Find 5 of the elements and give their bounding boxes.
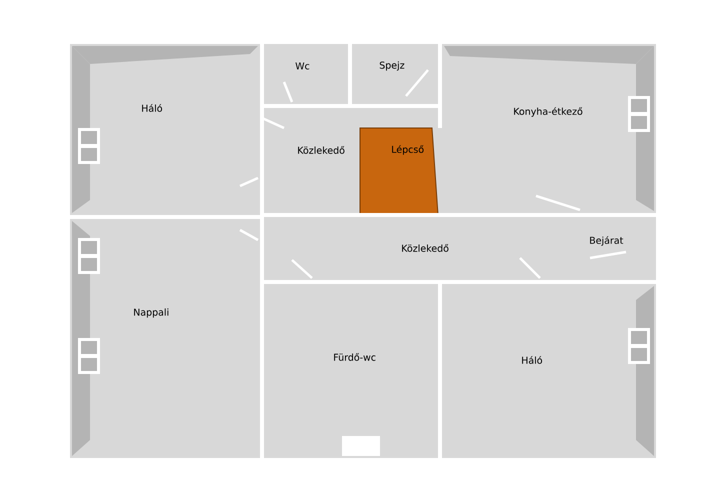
staircase: Lépcső <box>360 128 439 216</box>
node-label: Konyha-étkező <box>514 107 582 117</box>
room-label: Bejárat <box>590 236 624 246</box>
node-label: Közlekedő <box>298 146 344 154</box>
room-floor: Fürdő-wc <box>262 282 440 460</box>
